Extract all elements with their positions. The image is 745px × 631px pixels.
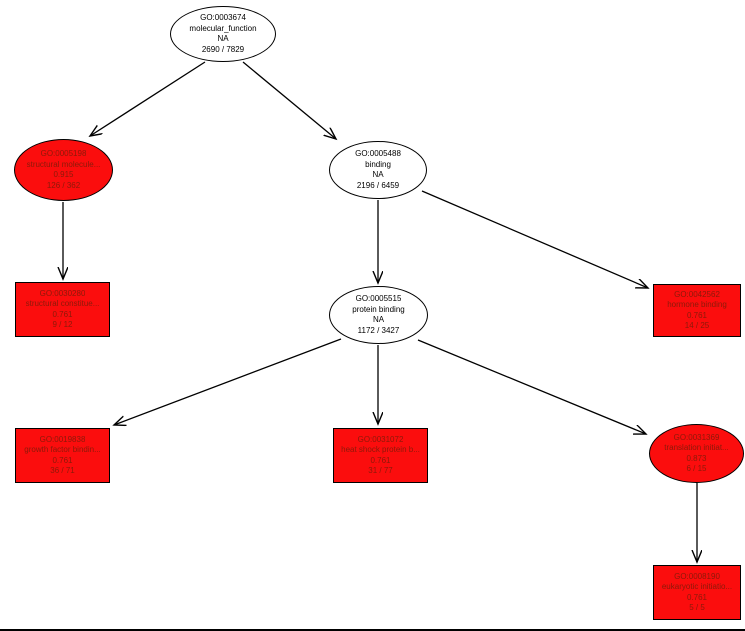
edge-GO0003674-GO0005488 xyxy=(242,61,336,139)
go-counts: 1172 / 3427 xyxy=(357,325,400,335)
go-term-label: translation initiat... xyxy=(664,443,729,452)
go-node-0030280-structural-constituent: GO:0030280 structural constitue... 0.761… xyxy=(15,282,110,337)
go-id: GO:0003674 xyxy=(200,13,246,22)
go-score: 0.761 xyxy=(52,455,73,465)
go-score: 0.761 xyxy=(370,455,391,465)
go-score: NA xyxy=(372,170,384,179)
go-id: GO:0031072 xyxy=(357,434,404,444)
go-counts: 2690 / 7829 xyxy=(201,44,245,54)
edge-GO0005488-GO0042562 xyxy=(421,190,648,288)
go-score: 0.761 xyxy=(686,592,708,602)
go-node-0005198-structural-molecule: GO:0005198 structural molecule... 0.915 … xyxy=(14,139,113,201)
go-score: NA xyxy=(217,34,229,43)
go-counts: 126 / 362 xyxy=(46,180,81,190)
go-node-0005488-binding: GO:0005488 binding NA 2196 / 6459 xyxy=(329,141,427,199)
go-node-0019838-growth-factor-binding: GO:0019838 growth factor bindin... 0.761… xyxy=(15,428,110,483)
edge-GO0005515-GO0031369 xyxy=(417,339,646,434)
go-term-label: structural molecule... xyxy=(26,159,101,169)
go-counts: 14 / 25 xyxy=(684,321,710,330)
go-term-label: heat shock protein b... xyxy=(341,445,420,454)
edge-GO0003674-GO0005198 xyxy=(90,61,206,136)
go-id: GO:0031369 xyxy=(673,432,720,442)
go-node-0042562-hormone-binding: GO:0042562 hormone binding 0.761 14 / 25 xyxy=(653,284,741,337)
edge-GO0005515-GO0019838 xyxy=(114,338,342,425)
go-counts: 2196 / 6459 xyxy=(356,180,400,190)
go-term-label: growth factor bindin... xyxy=(24,445,101,454)
plot-bottom-border xyxy=(0,629,745,631)
go-id: GO:0008190 xyxy=(674,571,720,581)
go-counts: 6 / 15 xyxy=(686,464,707,473)
go-term-label: hormone binding xyxy=(667,300,727,309)
go-term-label: molecular_function xyxy=(189,23,257,33)
go-id: GO:0019838 xyxy=(39,434,86,444)
go-node-0031072-heat-shock-protein-binding: GO:0031072 heat shock protein b... 0.761… xyxy=(333,428,428,483)
go-counts: 31 / 77 xyxy=(368,466,393,475)
go-node-0031369-translation-initiation: GO:0031369 translation initiat... 0.873 … xyxy=(649,424,744,483)
go-node-0005515-protein-binding: GO:0005515 protein binding NA 1172 / 342… xyxy=(329,286,428,344)
go-counts: 36 / 71 xyxy=(50,466,75,475)
go-node-0008190-eukaryotic-initiation: GO:0008190 eukaryotic initiatio... 0.761… xyxy=(653,565,741,620)
go-score: 0.761 xyxy=(686,310,708,320)
go-id: GO:0042562 xyxy=(674,289,720,299)
go-counts: 9 / 12 xyxy=(52,320,73,329)
go-id: GO:0030280 xyxy=(39,288,86,298)
go-term-label: protein binding xyxy=(352,304,405,314)
go-term-label: binding xyxy=(365,159,391,169)
go-score: 0.915 xyxy=(53,170,74,179)
go-node-0003674-molecular-function: GO:0003674 molecular_function NA 2690 / … xyxy=(170,6,276,62)
go-id: GO:0005198 xyxy=(40,149,87,158)
go-term-label: eukaryotic initiatio... xyxy=(661,582,733,591)
go-score: 0.873 xyxy=(686,453,707,463)
go-score: 0.761 xyxy=(52,309,73,319)
go-id: GO:0005488 xyxy=(355,149,401,158)
go-score: NA xyxy=(372,315,385,324)
go-counts: 5 / 5 xyxy=(689,603,705,612)
go-term-label: structural constitue... xyxy=(25,299,100,308)
go-id: GO:0005515 xyxy=(355,294,402,303)
